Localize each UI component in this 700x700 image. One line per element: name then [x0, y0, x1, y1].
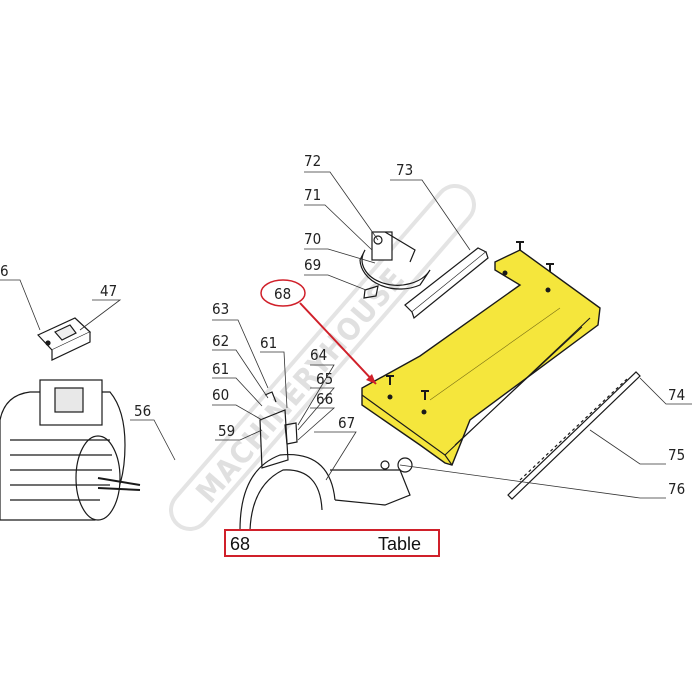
callout-64: 64 — [310, 346, 327, 364]
callout-62: 62 — [212, 332, 229, 350]
callout-56: 56 — [134, 402, 151, 420]
callout-76: 76 — [668, 480, 685, 498]
callout-61-upper: 61 — [260, 334, 277, 352]
callout-69: 69 — [304, 256, 321, 274]
fence-bar — [404, 247, 489, 320]
selected-part-number: 68 — [230, 534, 251, 554]
callout-67: 67 — [338, 414, 355, 432]
callout-66: 66 — [316, 390, 333, 408]
selected-part-name: Table — [378, 534, 422, 554]
callout-74: 74 — [668, 386, 685, 404]
leader-lines — [0, 171, 692, 499]
callout-75: 75 — [668, 446, 685, 464]
callout-70: 70 — [304, 230, 321, 248]
callout-60: 60 — [212, 386, 229, 404]
callout-73: 73 — [396, 161, 413, 179]
selected-part-label: 68 Table — [224, 529, 440, 557]
callout-59: 59 — [218, 422, 235, 440]
callout-47: 47 — [100, 282, 117, 300]
rod-part — [507, 371, 641, 500]
callout-63: 63 — [212, 300, 229, 318]
switch-part — [36, 317, 92, 361]
callout-65: 65 — [316, 370, 333, 388]
table-part[interactable] — [361, 241, 601, 466]
callout-6: 6 — [0, 262, 9, 280]
callout-71: 71 — [304, 186, 321, 204]
callout-68[interactable]: 68 — [274, 285, 291, 303]
motor-part — [0, 379, 141, 521]
callout-61-lower: 61 — [212, 360, 229, 378]
selection-indicator — [260, 279, 377, 385]
saw-blade-mechanism — [239, 391, 413, 531]
callout-72: 72 — [304, 152, 321, 170]
